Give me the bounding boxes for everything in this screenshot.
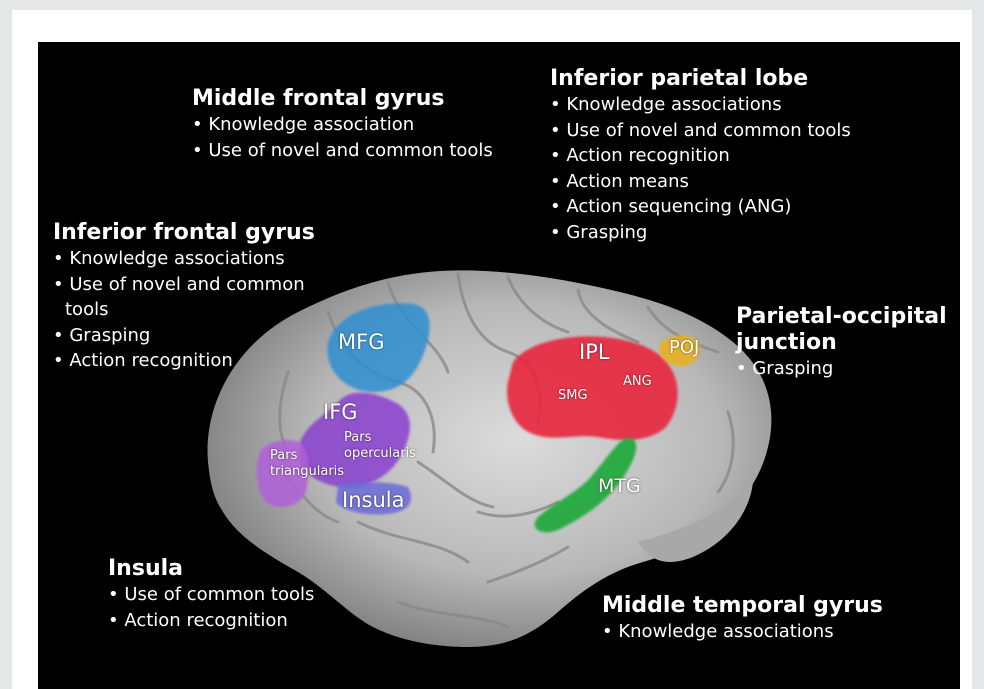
annotation-item: Grasping: [736, 356, 956, 382]
insula-label: Insula: [342, 488, 404, 512]
annotation-item: Use of novel and common tools: [550, 118, 851, 144]
mtg-label: MTG: [598, 475, 641, 497]
annotation-item: Action means: [550, 169, 851, 195]
annotation-item: Grasping: [53, 323, 328, 349]
annotation-title: Parietal-occipital junction: [736, 304, 951, 356]
annotation-title: Insula: [108, 556, 314, 582]
annotation-item: Action recognition: [108, 608, 314, 634]
ipl-label: IPL: [579, 340, 610, 364]
inferior-frontal-gyrus-annotation: Inferior frontal gyrus Knowledge associa…: [53, 220, 328, 374]
annotation-item: Knowledge associations: [53, 246, 328, 272]
annotation-item: Use of novel and common tools: [53, 272, 320, 323]
middle-temporal-gyrus-annotation: Middle temporal gyrus Knowledge associat…: [602, 593, 883, 645]
annotation-item: Action sequencing (ANG): [550, 194, 851, 220]
annotation-item: Action recognition: [550, 143, 851, 169]
mfg-label: MFG: [338, 330, 384, 354]
smg-label: SMG: [558, 388, 588, 404]
ifg-label: IFG: [323, 400, 358, 424]
annotation-title: Middle frontal gyrus: [192, 86, 493, 112]
annotation-item: Knowledge associations: [550, 92, 851, 118]
annotation-item: Use of common tools: [108, 582, 314, 608]
annotation-item: Knowledge association: [192, 112, 493, 138]
annotation-title: Inferior parietal lobe: [550, 66, 851, 92]
annotation-item: Action recognition: [53, 348, 328, 374]
figure-panel: MFG IFG Pars opercularis Pars triangular…: [38, 42, 960, 689]
pars-triangularis-label: Pars triangularis: [270, 448, 360, 480]
annotation-item: Use of novel and common tools: [192, 138, 493, 164]
poj-label: POJ: [669, 337, 699, 358]
parietal-occipital-junction-annotation: Parietal-occipital junction Grasping: [736, 304, 956, 382]
insula-annotation: Insula Use of common tools Action recogn…: [108, 556, 314, 633]
middle-frontal-gyrus-annotation: Middle frontal gyrus Knowledge associati…: [192, 86, 493, 163]
annotation-item: Knowledge associations: [602, 619, 883, 645]
annotation-item: Grasping: [550, 220, 851, 246]
annotation-title: Inferior frontal gyrus: [53, 220, 328, 246]
annotation-title: Middle temporal gyrus: [602, 593, 883, 619]
inferior-parietal-lobe-annotation: Inferior parietal lobe Knowledge associa…: [550, 66, 851, 245]
ang-label: ANG: [623, 374, 652, 390]
